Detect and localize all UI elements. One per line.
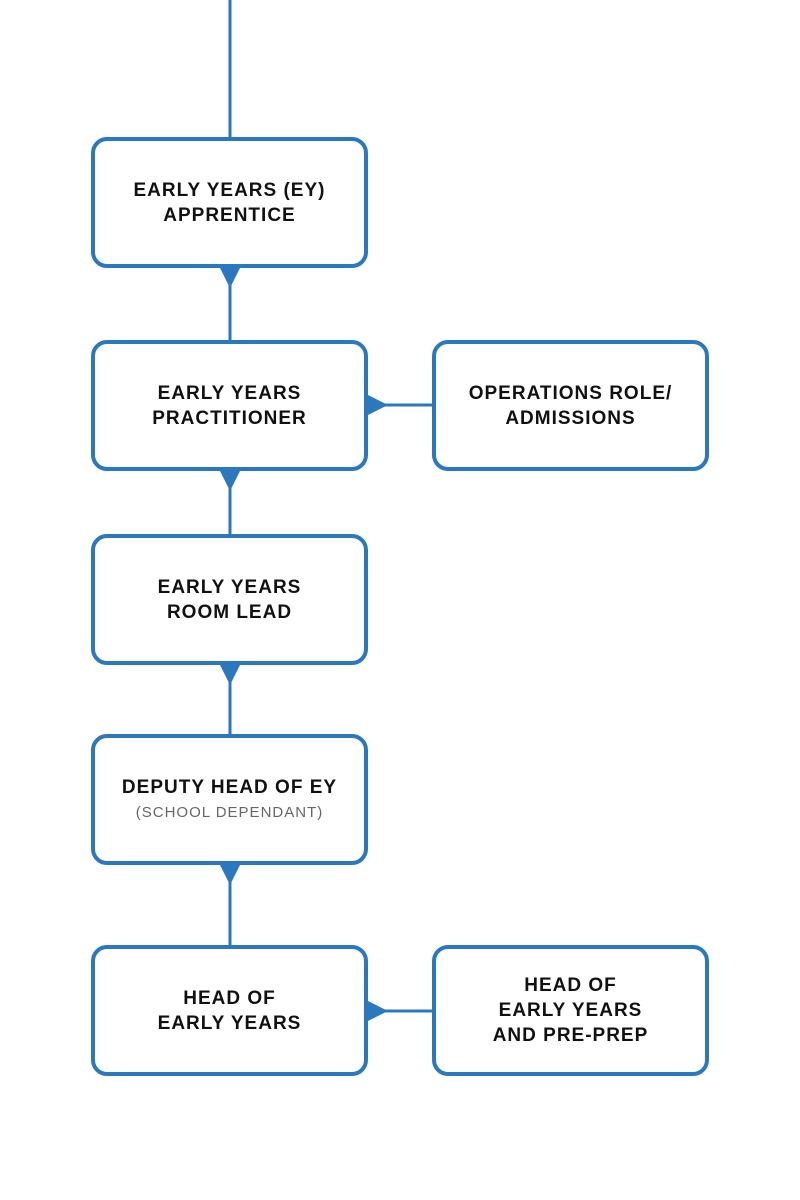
arrow-down-icon <box>219 469 241 491</box>
arrow-down-icon <box>219 663 241 685</box>
arrow-right-icon <box>366 1000 388 1022</box>
node-early-years-apprentice: EARLY YEARS (EY) APPRENTICE <box>91 137 368 268</box>
node-label: HEAD OF EARLY YEARS <box>157 987 302 1034</box>
node-operations-role-admissions: OPERATIONS ROLE/ ADMISSIONS <box>432 340 709 471</box>
node-head-of-early-years-and-pre-prep: HEAD OF EARLY YEARS AND PRE-PREP <box>432 945 709 1076</box>
node-label: EARLY YEARS (EY) APPRENTICE <box>133 179 326 226</box>
arrow-down-icon <box>219 266 241 288</box>
node-deputy-head-of-ey: DEPUTY HEAD OF EY (SCHOOL DEPENDANT) <box>91 734 368 865</box>
node-early-years-practitioner: EARLY YEARS PRACTITIONER <box>91 340 368 471</box>
node-label: DEPUTY HEAD OF EY <box>121 777 338 798</box>
node-label: EARLY YEARS PRACTITIONER <box>152 382 307 429</box>
node-label: EARLY YEARS ROOM LEAD <box>157 576 302 623</box>
node-label: HEAD OF EARLY YEARS AND PRE-PREP <box>492 975 649 1046</box>
node-early-years-room-lead: EARLY YEARS ROOM LEAD <box>91 534 368 665</box>
arrow-down-icon <box>219 863 241 885</box>
node-label: OPERATIONS ROLE/ ADMISSIONS <box>468 382 673 429</box>
node-head-of-early-years: HEAD OF EARLY YEARS <box>91 945 368 1076</box>
arrow-right-icon <box>366 394 388 416</box>
node-sublabel: (SCHOOL DEPENDANT) <box>135 804 324 821</box>
